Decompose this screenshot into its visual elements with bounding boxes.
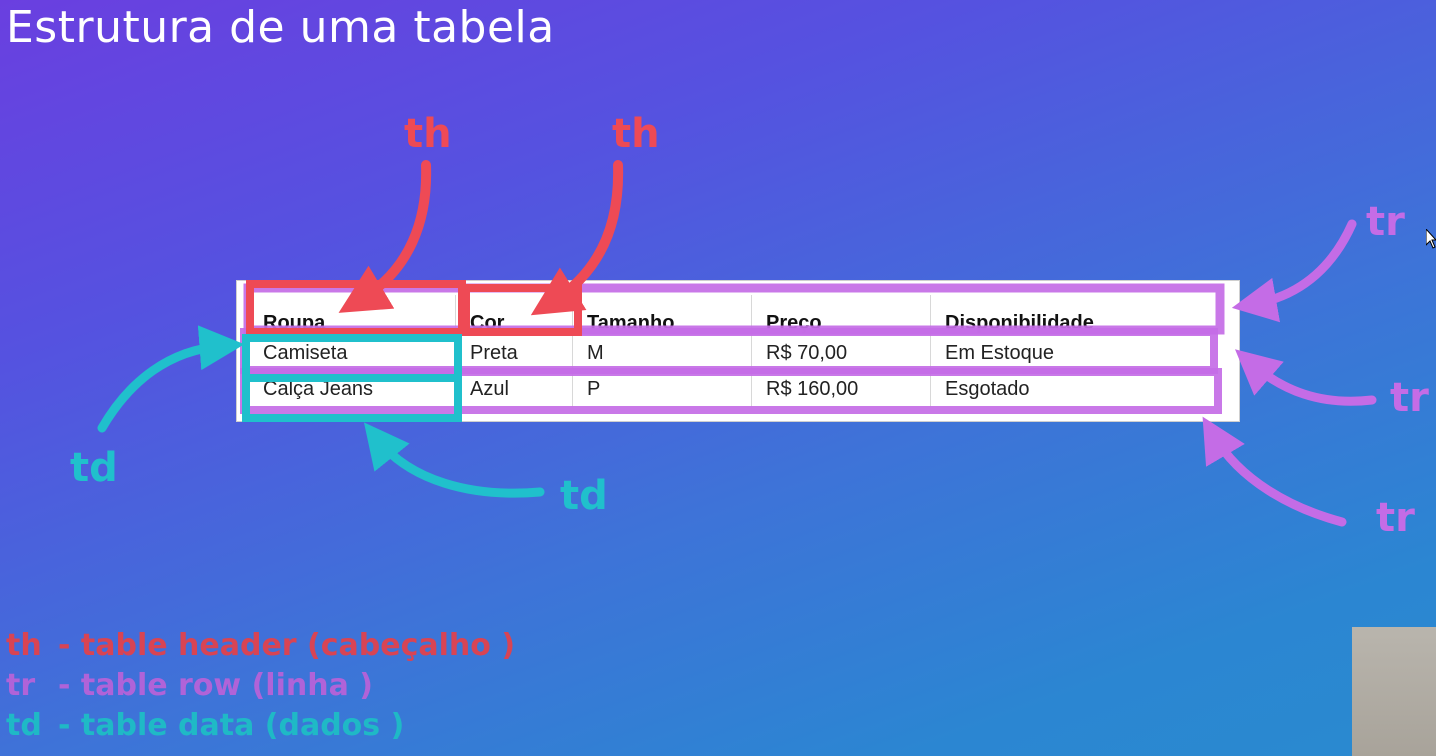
legend-tr-text: - table row (linha ) — [58, 668, 373, 703]
table-cell: R$ 160,00 — [751, 371, 931, 407]
header-cell-tamanho: Tamanho — [572, 295, 752, 335]
example-table-container: Roupa Cor Tamanho Preço Disponibilidade … — [236, 280, 1240, 422]
table-row: Camiseta Preta M R$ 70,00 Em Estoque — [249, 335, 1203, 371]
td-arrow-2 — [363, 422, 545, 498]
legend-td-abbr: td — [6, 708, 42, 743]
legend-th: th - table header (cabeçalho ) — [6, 628, 515, 663]
tr-arrow-2 — [1234, 349, 1377, 406]
header-cell-roupa: Roupa — [249, 295, 456, 335]
legend-tr: tr - table row (linha ) — [6, 668, 373, 703]
tr-arrow-3 — [1202, 416, 1347, 527]
table-cell: P — [572, 371, 752, 407]
table-cell: Em Estoque — [945, 341, 1054, 364]
header-cell-disponibilidade: Disponibilidade — [945, 312, 1094, 334]
header-cell-preco: Preço — [751, 295, 931, 335]
legend-th-abbr: th — [6, 628, 42, 663]
th-label-1: th — [404, 111, 452, 157]
tr-arrow-1 — [1231, 219, 1357, 323]
table-cell: Esgotado — [945, 377, 1030, 400]
table-header-row: Roupa Cor Tamanho Preço Disponibilidade — [249, 295, 1203, 335]
table-cell: M — [572, 335, 752, 371]
table-cell: Azul — [455, 371, 573, 407]
legend-td-text: - table data (dados ) — [58, 708, 405, 743]
td-label-2: td — [560, 473, 608, 519]
mouse-cursor-icon — [1426, 229, 1436, 249]
legend-tr-abbr: tr — [6, 668, 36, 703]
legend-th-text: - table header (cabeçalho ) — [58, 628, 516, 663]
tr-label-3: tr — [1376, 495, 1415, 541]
header-cell-cor: Cor — [455, 295, 573, 335]
legend-td: td - table data (dados ) — [6, 708, 404, 743]
slide-title: Estrutura de uma tabela — [6, 2, 555, 53]
tr-label-2: tr — [1390, 375, 1429, 421]
th-label-2: th — [612, 111, 660, 157]
tr-label-1: tr — [1366, 199, 1405, 245]
td-label-1: td — [70, 445, 118, 491]
example-table: Roupa Cor Tamanho Preço Disponibilidade … — [249, 295, 1203, 407]
td-arrow-1 — [97, 325, 245, 433]
table-row: Calça Jeans Azul P R$ 160,00 Esgotado — [249, 371, 1203, 407]
webcam-overlay — [1352, 627, 1436, 756]
table-cell: Preta — [455, 335, 573, 371]
table-cell: Calça Jeans — [249, 371, 456, 407]
table-cell: Camiseta — [249, 335, 456, 371]
table-cell: R$ 70,00 — [751, 335, 931, 371]
